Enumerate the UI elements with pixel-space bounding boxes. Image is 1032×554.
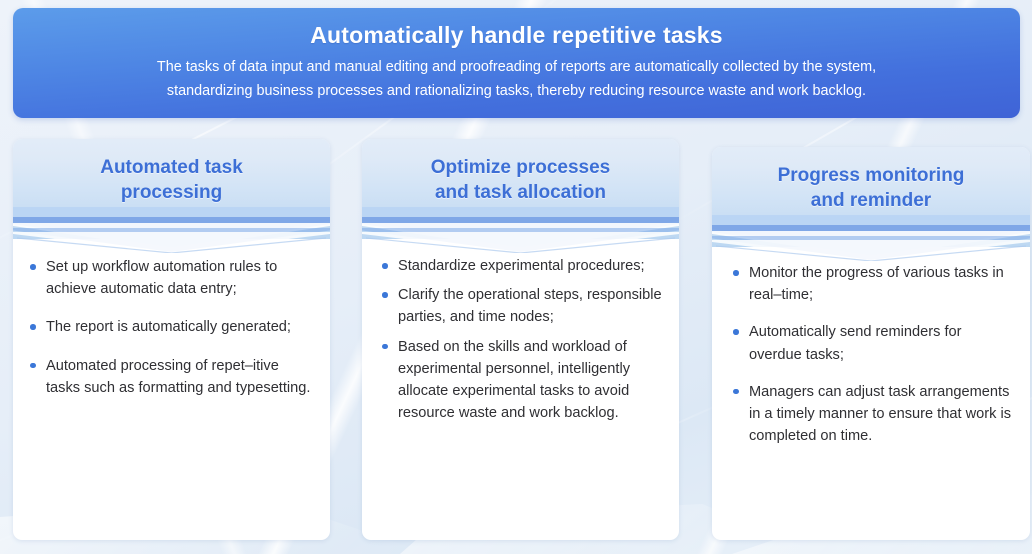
banner-subtitle-line-2: standardizing business processes and rat… [166,82,867,99]
bullet-dot-icon [30,362,36,369]
card-body: Monitor the progress of various tasks in… [712,247,1030,474]
list-item: Automated processing of repet–itive task… [29,355,312,399]
list-item-text: Automatically send reminders for overdue… [749,324,962,363]
card-title-line-2: and reminder [810,190,932,212]
card-title-line-1: Optimize processes [430,157,611,178]
list-item: Monitor the progress of various tasks in… [732,262,1016,306]
bullet-dot-icon [733,388,739,395]
bullet-dot-icon [733,270,739,276]
feature-card-automated-task-processing[interactable]: Automated task processing Set up workflo [13,139,330,540]
card-title: Optimize processes and task allocation [417,155,625,206]
feature-card-progress-monitoring-and-reminder[interactable]: Progress monitoring and reminder Monitor [712,147,1030,540]
list-item-text: Standardize experimental procedures; [398,258,645,274]
card-body: Set up workflow automation rules to achi… [13,239,330,411]
banner-title: Automatically handle repetitive tasks [310,22,723,49]
list-item-text: Clarify the operational steps, responsib… [398,287,662,326]
list-item: The report is automatically generated; [29,316,312,338]
card-title-line-2: processing [120,182,223,204]
bullet-dot-icon [733,329,739,335]
card-title: Automated task processing [86,155,257,206]
list-item: Set up workflow automation rules to achi… [29,256,312,300]
feature-bullet-list: Set up workflow automation rules to achi… [29,256,312,399]
bullet-dot-icon [30,324,36,330]
list-item: Managers can adjust task arrangements in… [732,381,1016,448]
list-item-text: Monitor the progress of various tasks in… [749,265,1004,304]
bullet-dot-icon [382,343,388,350]
list-item-text: Automated processing of repet–itive task… [46,357,311,396]
card-header: Optimize processes and task allocation [362,139,679,253]
list-item: Automatically send reminders for overdue… [732,321,1016,365]
header-banner: Automatically handle repetitive tasks Th… [13,8,1020,118]
list-item-text: Set up workflow automation rules to achi… [46,259,278,298]
card-header: Automated task processing [13,139,330,253]
banner-subtitle: The tasks of data input and manual editi… [157,56,876,103]
card-title-line-2: and task allocation [434,182,607,204]
banner-subtitle-line-1: The tasks of data input and manual editi… [156,59,877,76]
feature-bullet-list: Monitor the progress of various tasks in… [732,262,1016,447]
list-item-text: Managers can adjust task arrangements in… [749,383,1011,445]
list-item-text: The report is automatically generated; [46,319,291,336]
card-title-line-1: Progress monitoring [777,165,965,186]
bullet-dot-icon [382,263,388,269]
card-title-line-1: Automated task [100,157,243,178]
card-title: Progress monitoring and reminder [764,163,979,214]
card-header: Progress monitoring and reminder [712,147,1030,261]
bullet-dot-icon [30,264,36,270]
feature-card-optimize-processes-and-task-allocation[interactable]: Optimize processes and task allocation S [362,139,679,540]
bullet-dot-icon [382,292,388,298]
list-item: Based on the skills and workload of expe… [381,336,663,425]
list-item: Clarify the operational steps, responsib… [381,284,663,328]
card-body: Standardize experimental procedures; Cla… [362,239,679,443]
list-item: Standardize experimental procedures; [381,255,663,277]
feature-bullet-list: Standardize experimental procedures; Cla… [381,255,663,424]
list-item-text: Based on the skills and workload of expe… [398,338,631,422]
